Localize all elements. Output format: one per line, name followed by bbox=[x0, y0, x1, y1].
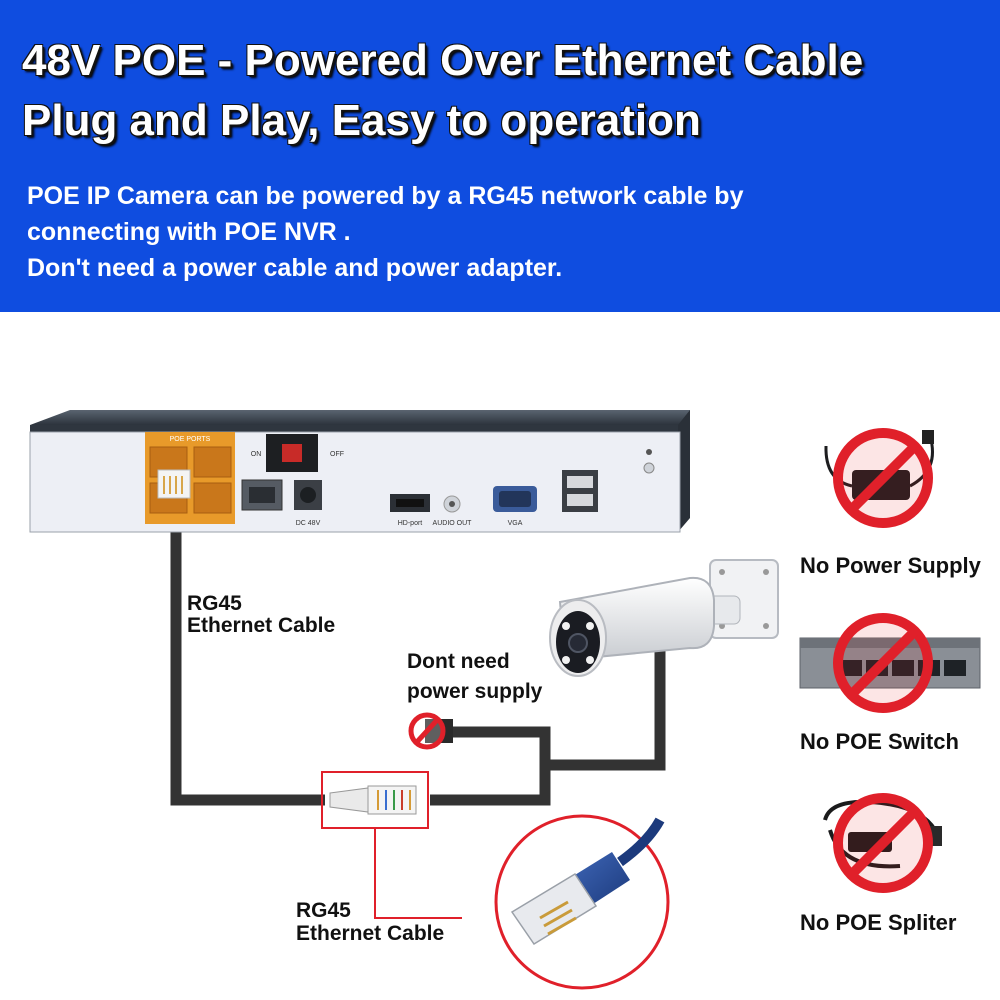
description-line-2: connecting with POE NVR . bbox=[27, 218, 351, 246]
description-line-1: POE IP Camera can be powered by a RG45 n… bbox=[27, 182, 744, 210]
no-poe-switch-label: No POE Switch bbox=[800, 729, 959, 754]
ethernet-cable-path bbox=[170, 512, 666, 806]
dc-48v-label: DC 48V bbox=[296, 520, 321, 527]
no-power-supply-label: No Power Supply bbox=[800, 553, 981, 578]
vga-label: VGA bbox=[508, 520, 523, 527]
no-poe-splitter-icon bbox=[823, 793, 942, 893]
bullet-camera-icon bbox=[549, 559, 779, 677]
nvr-recorder-icon: POE PORTS ON OFF DC 48V HD-port AUDIO bbox=[29, 410, 690, 533]
rg45-cable-label-top: RG45 bbox=[187, 592, 242, 615]
on-label: ON bbox=[251, 451, 262, 458]
ethernet-cable-label-top: Ethernet Cable bbox=[187, 614, 336, 637]
ethernet-cable-label-bottom: Ethernet Cable bbox=[296, 922, 445, 945]
power-supply-label: power supply bbox=[407, 680, 543, 703]
rj45-connector-icon bbox=[494, 814, 670, 990]
no-poe-splitter-label: No POE Spliter bbox=[800, 910, 957, 935]
description-line-3: Don't need a power cable and power adapt… bbox=[27, 254, 563, 282]
dont-need-label: Dont need bbox=[407, 650, 510, 673]
poe-ports-label: POE PORTS bbox=[170, 436, 211, 443]
rg45-cable-label-bottom: RG45 bbox=[296, 899, 351, 922]
connection-diagram: POE PORTS ON OFF DC 48V HD-port AUDIO bbox=[29, 410, 981, 990]
top-banner: 48V POE - Powered Over Ethernet Cable Pl… bbox=[0, 0, 1000, 312]
no-poe-switch-icon bbox=[799, 613, 981, 713]
off-label: OFF bbox=[330, 451, 344, 458]
no-power-supply-icon bbox=[824, 428, 934, 528]
headline-line-1: 48V POE - Powered Over Ethernet Cable bbox=[22, 36, 864, 85]
hd-port-label: HD-port bbox=[398, 520, 423, 527]
headline-line-2: Plug and Play, Easy to operation bbox=[22, 96, 701, 145]
rj45-inline-connector bbox=[321, 771, 462, 919]
audio-out-label: AUDIO OUT bbox=[433, 520, 473, 527]
no-power-connector-icon bbox=[408, 712, 453, 750]
